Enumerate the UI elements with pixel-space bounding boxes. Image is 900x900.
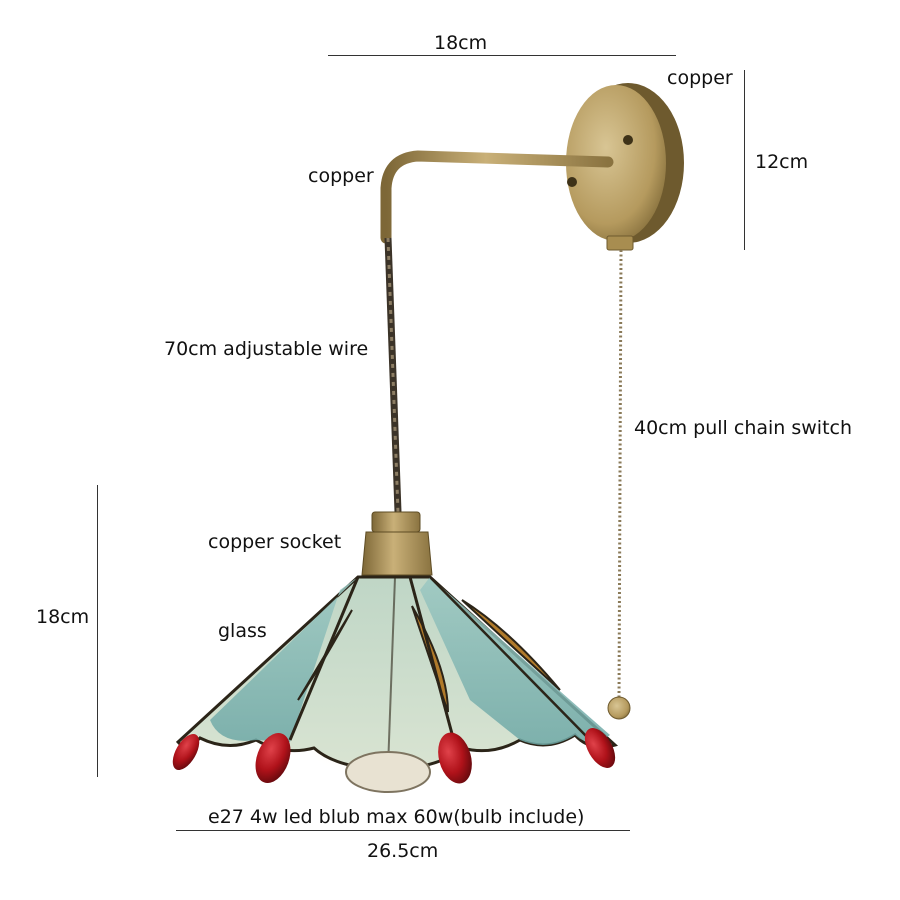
glass-lamp-shade xyxy=(172,575,619,793)
shade-height-dimension-line xyxy=(97,485,98,777)
top-width-label: 18cm xyxy=(434,32,488,54)
adjustable-wire xyxy=(384,237,402,513)
shade-width-dimension-line xyxy=(176,830,630,831)
top-width-dimension-line xyxy=(328,55,676,56)
pull-chain-knob[interactable] xyxy=(607,696,631,720)
bulb-icon xyxy=(345,751,431,793)
wall-plate xyxy=(566,83,684,251)
arm-material-label: copper xyxy=(308,165,374,187)
shade-height-label: 18cm xyxy=(36,606,90,628)
screw-icon xyxy=(623,135,633,145)
mount-material-label: copper xyxy=(667,67,733,89)
lamp-arm xyxy=(380,150,614,244)
mount-height-dimension-line xyxy=(744,70,745,250)
wire-label: 70cm adjustable wire xyxy=(164,338,369,360)
socket-label: copper socket xyxy=(208,531,342,553)
copper-socket xyxy=(361,511,433,576)
mount-height-label: 12cm xyxy=(755,151,809,173)
shade-width-label: 26.5cm xyxy=(367,840,439,862)
screw-icon xyxy=(567,177,577,187)
pull-chain-label: 40cm pull chain switch xyxy=(634,417,853,439)
pull-chain[interactable] xyxy=(607,249,631,720)
shade-material-label: glass xyxy=(218,620,267,642)
bulb-label: e27 4w led blub max 60w(bulb include) xyxy=(208,806,585,828)
